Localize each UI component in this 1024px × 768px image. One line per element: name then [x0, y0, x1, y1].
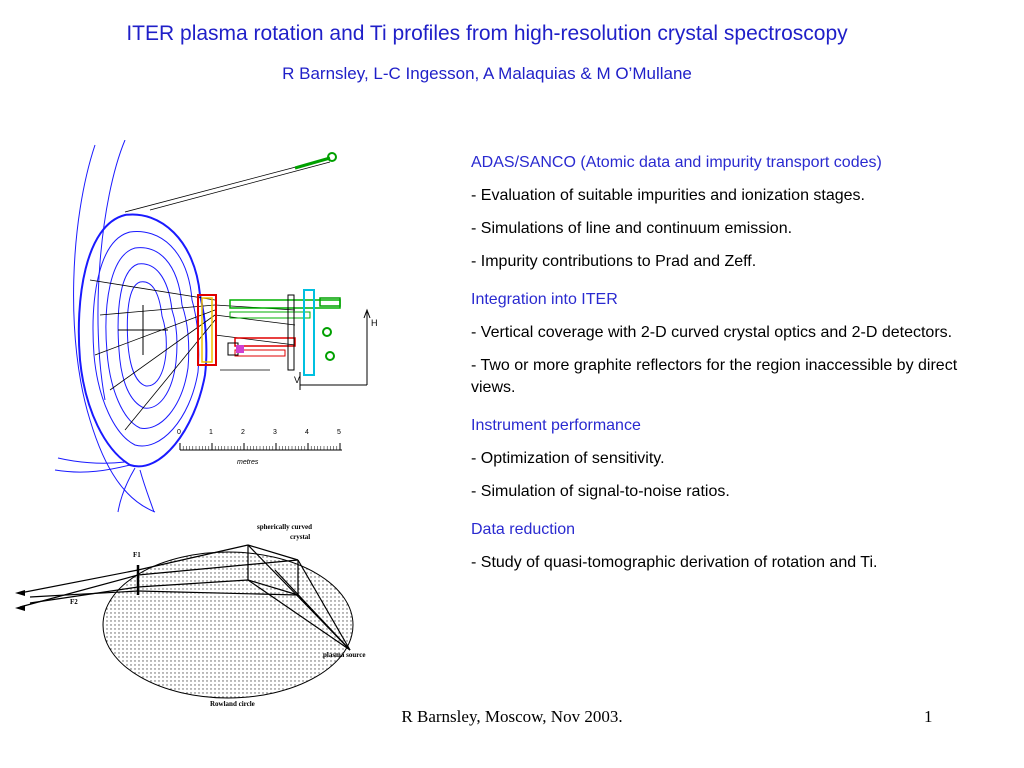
section-heading: Instrument performance [471, 417, 641, 434]
axis-h-label: H [371, 318, 378, 328]
slide-authors: R Barnsley, L-C Ingesson, A Malaquias & … [282, 64, 692, 83]
slide-content: ADAS/SANCO (Atomic data and impurity tra… [471, 152, 1001, 590]
bullet-item: - Study of quasi-tomographic derivation … [471, 554, 878, 571]
section-adas-sanco: ADAS/SANCO (Atomic data and impurity tra… [471, 152, 1001, 273]
scale-tick-3: 3 [273, 429, 277, 436]
bullet-item: - Simulations of line and continuum emis… [471, 220, 793, 237]
scale-tick-4: 4 [305, 429, 309, 436]
crystal-label-line1: spherically curved [257, 523, 312, 531]
scale-tick-1: 1 [209, 429, 213, 436]
bullet-item: - Impurity contributions to Prad and Zef… [471, 253, 757, 270]
section-heading: ADAS/SANCO (Atomic data and impurity tra… [471, 154, 882, 171]
section-heading: Data reduction [471, 521, 576, 538]
scale-tick-0: 0 [177, 429, 181, 436]
page-number: 1 [924, 707, 933, 726]
section-data-reduction: Data reduction - Study of quasi-tomograp… [471, 519, 1001, 574]
bullet-item: - Evaluation of suitable impurities and … [471, 187, 865, 204]
bullet-item: - Two or more graphite reflectors for th… [471, 357, 958, 396]
bullet-item: - Vertical coverage with 2-D curved crys… [471, 324, 953, 341]
section-instrument-performance: Instrument performance - Optimization of… [471, 415, 1001, 503]
iter-cross-section-figure: H V 0 1 2 3 4 5 metres [54, 140, 378, 513]
slide-footer: R Barnsley, Moscow, Nov 2003. [401, 707, 623, 726]
bullet-item: - Optimization of sensitivity. [471, 450, 665, 467]
slide-title: ITER plasma rotation and Ti profiles fro… [126, 22, 848, 45]
crystal-optics-figure: spherically curved crystal F1 F2 plasma … [15, 523, 365, 708]
rowland-circle-label: Rowland circle [210, 700, 255, 708]
plasma-source-label: plasma source [323, 651, 365, 659]
section-heading: Integration into ITER [471, 291, 618, 308]
scale-unit: metres [237, 459, 259, 466]
axis-v-label: V [294, 375, 300, 385]
crystal-label-line2: crystal [290, 533, 310, 541]
f1-label: F1 [133, 551, 141, 559]
scale-tick-2: 2 [241, 429, 245, 436]
f2-label: F2 [70, 598, 78, 606]
scale-tick-5: 5 [337, 429, 341, 436]
section-integration: Integration into ITER - Vertical coverag… [471, 289, 1001, 399]
bullet-item: - Simulation of signal-to-noise ratios. [471, 483, 730, 500]
